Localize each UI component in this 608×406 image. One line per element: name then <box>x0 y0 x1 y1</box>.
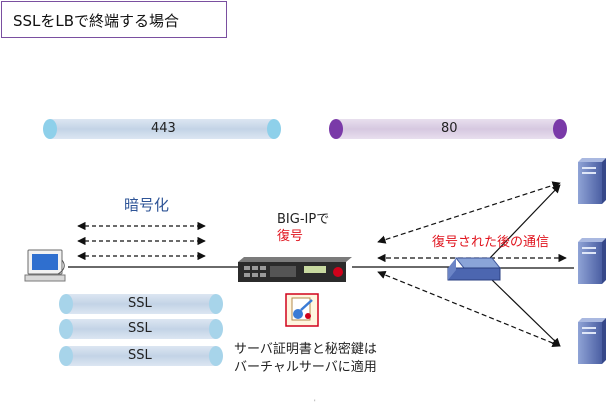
bigip-label: BIG-IPで <box>277 212 330 227</box>
page-title: SSLをLBで終端する場合 <box>13 12 180 30</box>
ssl-pipe-2 <box>59 319 223 339</box>
client-pc-icon <box>24 249 66 282</box>
pipe-80-label: 80 <box>441 121 458 136</box>
decrypt-label: 復号 <box>277 229 304 244</box>
switch-icon <box>447 257 502 281</box>
ssl-pipe-1 <box>59 294 223 314</box>
ssl-pipe-3 <box>59 346 223 366</box>
pipe-80 <box>329 119 567 139</box>
ssl-label-3: SSL <box>128 348 152 363</box>
cert-key-icon <box>285 293 319 327</box>
switch-server-links <box>489 184 574 347</box>
cert-note-line2: バーチャルサーバに適用 <box>234 360 377 375</box>
stray-mark: ' <box>314 399 316 406</box>
server-icon <box>578 158 606 364</box>
ssl-label-1: SSL <box>128 296 152 311</box>
after-decrypt-label: 復号された後の通信 <box>432 235 550 250</box>
cert-note-line1: サーバ証明書と秘密鍵は <box>234 342 377 357</box>
title-box: SSLをLBで終端する場合 <box>1 1 227 38</box>
pipe-443 <box>43 119 281 139</box>
decrypted-arrows <box>377 181 567 348</box>
encrypted-arrows <box>77 221 206 261</box>
encrypted-label: 暗号化 <box>124 196 170 214</box>
load-balancer-icon <box>238 257 352 282</box>
pipe-443-label: 443 <box>151 121 176 136</box>
ssl-label-2: SSL <box>128 321 152 336</box>
